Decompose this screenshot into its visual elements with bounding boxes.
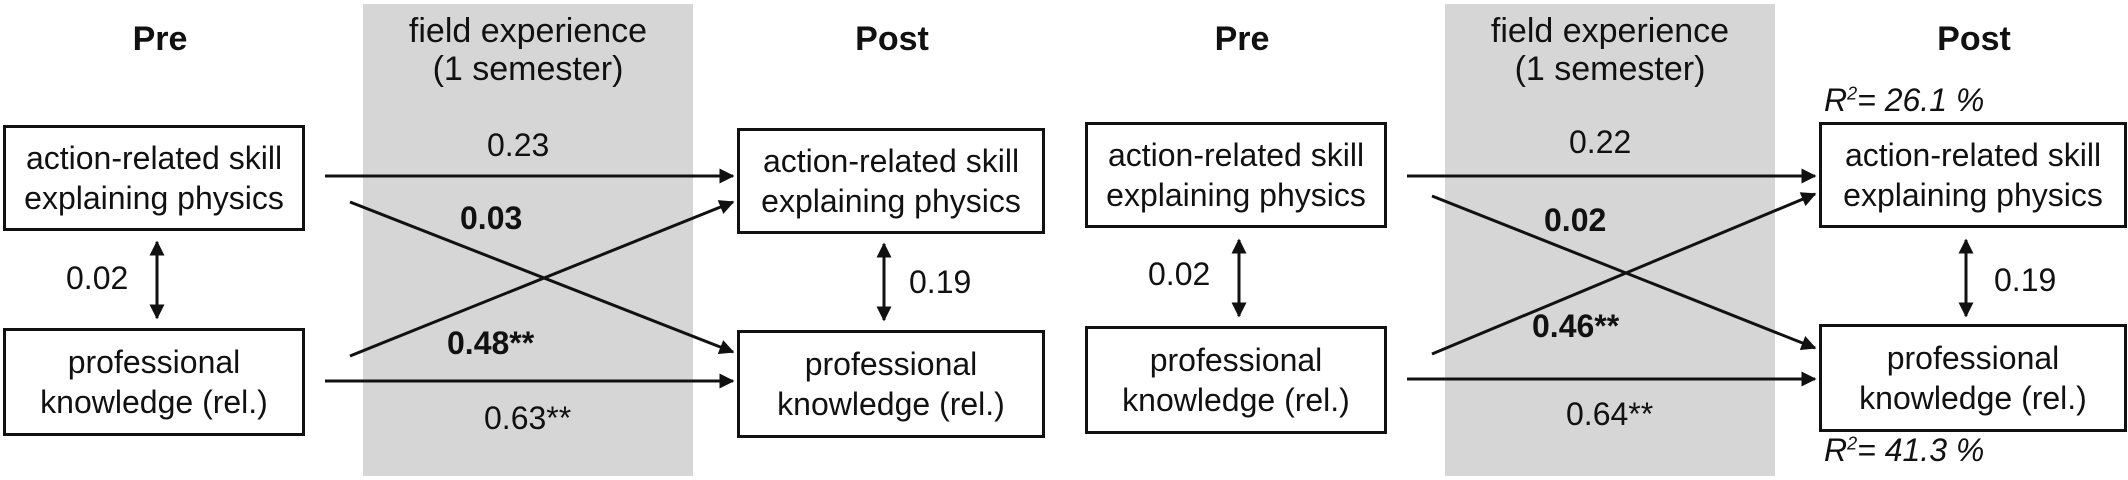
pre-skill-line2: explaining physics bbox=[24, 180, 284, 216]
corr-post: 0.19 bbox=[909, 264, 972, 300]
pre-skill-line1: action-related skill bbox=[25, 140, 283, 176]
pre-knowledge-line1: professional bbox=[67, 344, 241, 380]
r2-knowledge: R2= 41.3 % bbox=[1824, 432, 1985, 468]
post-skill-line1: action-related skill bbox=[1844, 137, 2102, 173]
post-knowledge-line2: knowledge (rel.) bbox=[1859, 380, 2087, 416]
path-arrows bbox=[149, 168, 892, 389]
post-knowledge-line1: professional bbox=[804, 346, 978, 382]
pre-header: Pre bbox=[132, 20, 188, 58]
coef-skill-knowledge: 0.03 bbox=[460, 200, 523, 236]
arrow-skill-to-knowledge bbox=[349, 200, 735, 355]
post-header: Post bbox=[855, 20, 929, 58]
field-experience-line2: (1 semester) bbox=[1514, 50, 1706, 88]
path-diagram-left: Pre field experience (1 semester) Post a… bbox=[3, 4, 1045, 476]
pre-header: Pre bbox=[1214, 20, 1270, 58]
pre-knowledge-box: professional knowledge (rel.) bbox=[1085, 326, 1387, 434]
coef-skill-skill: 0.22 bbox=[1569, 124, 1632, 160]
pre-skill-line1: action-related skill bbox=[1107, 137, 1365, 173]
pre-skill-box: action-related skill explaining physics bbox=[3, 125, 305, 231]
arrow-knowledge-to-skill bbox=[1431, 192, 1817, 356]
r2-knowledge-value: = 41.3 % bbox=[1857, 432, 1985, 468]
field-experience-line1: field experience bbox=[1490, 12, 1730, 50]
path-diagram-right: Pre field experience (1 semester) Post R… bbox=[1082, 0, 2128, 480]
coef-skill-skill: 0.23 bbox=[487, 127, 550, 163]
post-skill-line1: action-related skill bbox=[762, 143, 1020, 179]
coef-knowledge-knowledge: 0.64** bbox=[1566, 396, 1654, 432]
post-knowledge-box: professional knowledge (rel.) bbox=[1819, 324, 2127, 432]
field-experience-band bbox=[1445, 4, 1775, 476]
post-skill-line2: explaining physics bbox=[1843, 177, 2103, 213]
arrow-knowledge-to-skill bbox=[349, 200, 735, 358]
path-arrows bbox=[1231, 168, 1974, 387]
post-knowledge-line2: knowledge (rel.) bbox=[777, 386, 1005, 422]
post-skill-box: action-related skill explaining physics bbox=[1819, 122, 2127, 228]
field-experience-label: field experience (1 semester) bbox=[363, 12, 693, 88]
corr-post: 0.19 bbox=[1994, 262, 2057, 298]
field-experience-label: field experience (1 semester) bbox=[1445, 12, 1775, 88]
post-skill-line2: explaining physics bbox=[761, 183, 1021, 219]
field-experience-line2: (1 semester) bbox=[432, 50, 624, 88]
r2-skill: R2= 26.1 % bbox=[1824, 82, 1985, 118]
post-knowledge-line1: professional bbox=[1886, 340, 2060, 376]
pre-knowledge-line2: knowledge (rel.) bbox=[1122, 382, 1350, 418]
pre-knowledge-line1: professional bbox=[1149, 342, 1323, 378]
coef-knowledge-knowledge: 0.63** bbox=[484, 400, 572, 436]
corr-pre: 0.02 bbox=[66, 260, 129, 296]
pre-skill-box: action-related skill explaining physics bbox=[1085, 122, 1387, 228]
coef-knowledge-skill: 0.46** bbox=[1532, 308, 1620, 344]
pre-knowledge-box: professional knowledge (rel.) bbox=[3, 328, 305, 436]
field-experience-line1: field experience bbox=[408, 12, 648, 50]
coef-knowledge-skill: 0.48** bbox=[447, 325, 535, 361]
post-header: Post bbox=[1937, 20, 2011, 58]
corr-pre: 0.02 bbox=[1148, 256, 1211, 292]
post-knowledge-box: professional knowledge (rel.) bbox=[737, 330, 1045, 438]
post-skill-box: action-related skill explaining physics bbox=[737, 128, 1045, 234]
arrow-skill-to-knowledge bbox=[1431, 194, 1817, 350]
r2-skill-value: = 26.1 % bbox=[1857, 82, 1985, 118]
pre-skill-line2: explaining physics bbox=[1106, 177, 1366, 213]
coef-skill-knowledge: 0.02 bbox=[1544, 202, 1607, 238]
pre-knowledge-line2: knowledge (rel.) bbox=[40, 384, 268, 420]
